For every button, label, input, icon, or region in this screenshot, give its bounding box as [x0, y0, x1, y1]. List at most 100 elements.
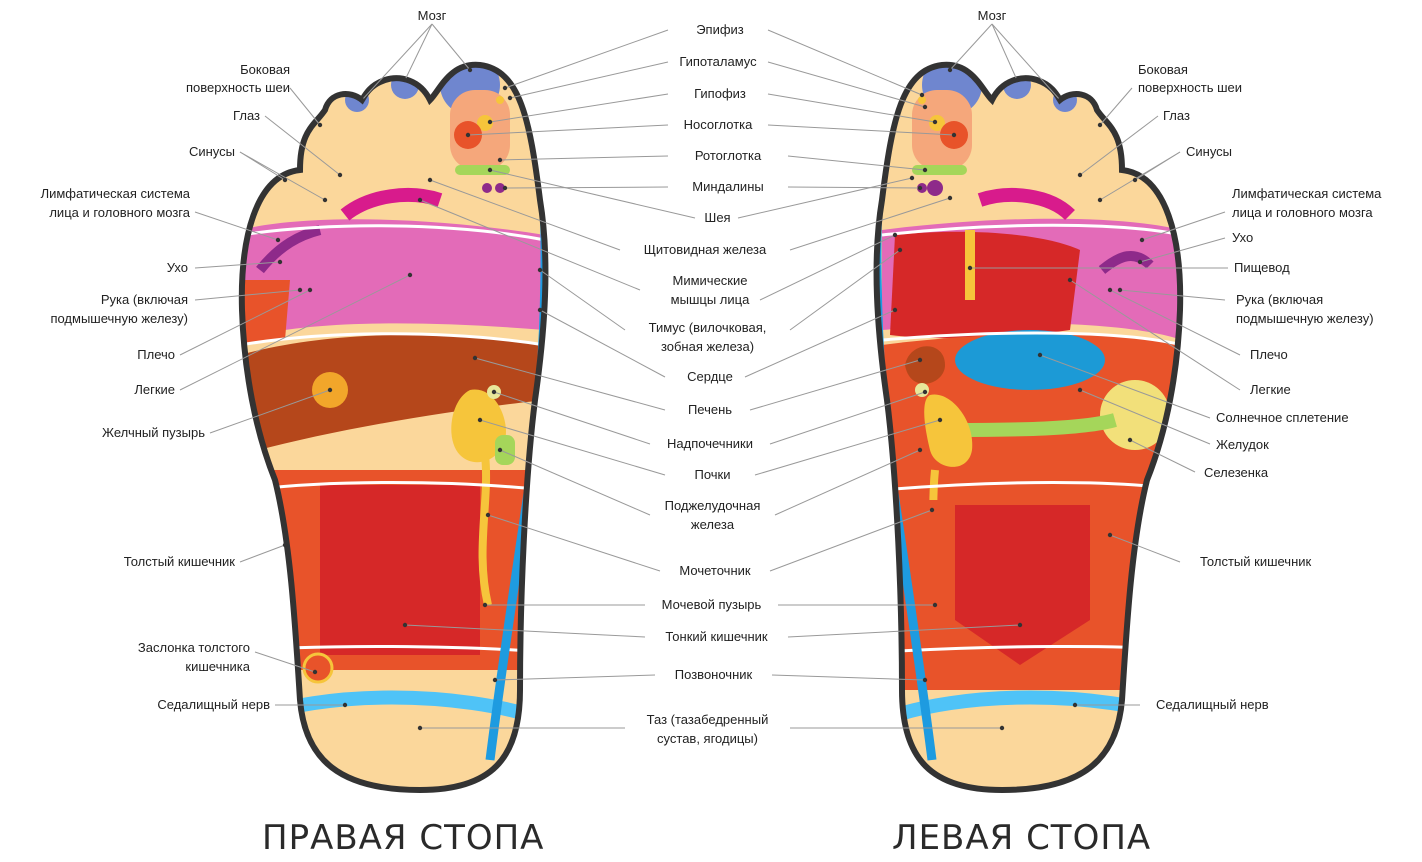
label-right-ear: Ухо [130, 260, 188, 276]
leader-dot [923, 105, 927, 109]
leader-dot [468, 68, 472, 72]
leader-dot [893, 233, 897, 237]
label-right-shoulder: Плечо [100, 347, 175, 363]
leader-dot [1078, 388, 1082, 392]
leader-dot [918, 186, 922, 190]
label-adrenals: Надпочечники [650, 436, 770, 452]
label-left-shoulder: Плечо [1250, 347, 1325, 363]
label-bladder: Мочевой пузырь [645, 597, 778, 613]
leader-dot [478, 418, 482, 422]
label-left-spleen: Селезенка [1204, 465, 1304, 481]
leader-dot [918, 448, 922, 452]
leader-dot [923, 168, 927, 172]
label-right-lungs: Легкие [100, 382, 175, 398]
label-pancreas-1: Поджелудочная [650, 498, 775, 514]
leader-dot [1108, 533, 1112, 537]
label-right-valve-1: Заслонка толстого [100, 640, 250, 656]
leader-dot [488, 120, 492, 124]
esophagus-zone [890, 232, 1080, 339]
leader-dot [308, 288, 312, 292]
leader-dot [1098, 198, 1102, 202]
leader-dot [1140, 238, 1144, 242]
label-small-intestine: Тонкий кишечник [645, 629, 788, 645]
label-left-neck-side-1: Боковая [1138, 62, 1278, 78]
leader-dot [938, 418, 942, 422]
label-neck: Шея [695, 210, 740, 226]
leader-dot [968, 266, 972, 270]
label-thyroid: Щитовидная железа [620, 242, 790, 258]
leader-dot [466, 133, 470, 137]
leader-dot [493, 678, 497, 682]
leader-dot [498, 158, 502, 162]
leader-dot [910, 176, 914, 180]
label-left-lungs: Легкие [1250, 382, 1325, 398]
label-thymus-2: зобная железа) [625, 339, 790, 355]
label-right-arm-2: подмышечную железу) [20, 311, 188, 327]
leader-dot [1108, 288, 1112, 292]
leader-dot [1073, 703, 1077, 707]
label-pelvis-1: Таз (тазабедренный [625, 712, 790, 728]
title-right-foot: ПРАВАЯ СТОПА [262, 818, 544, 858]
label-left-lymph-1: Лимфатическая система [1232, 186, 1412, 202]
leader-dot [1015, 78, 1019, 82]
label-left-solar-plexus: Солнечное сплетение [1216, 410, 1386, 426]
leader-dot [483, 603, 487, 607]
label-left-stomach: Желудок [1216, 437, 1316, 453]
label-right-valve-2: кишечника [100, 659, 250, 675]
leader-dot [403, 623, 407, 627]
label-heart: Сердце [670, 369, 750, 385]
label-facial-muscles-1: Мимические [650, 273, 770, 289]
leader-dot [952, 133, 956, 137]
leader-dot [318, 123, 322, 127]
label-pancreas-2: железа [650, 517, 775, 533]
label-right-large-intestine: Толстый кишечник [80, 554, 235, 570]
leader-dot [418, 198, 422, 202]
label-nasopharynx: Носоглотка [668, 117, 768, 133]
leader-dot [486, 513, 490, 517]
label-right-neck-side-2: поверхность шеи [150, 80, 290, 96]
leader-dot [933, 603, 937, 607]
leader-dot [933, 120, 937, 124]
leader-dot [492, 390, 496, 394]
label-right-arm-1: Рука (включая [40, 292, 188, 308]
label-epiphysis: Эпифиз [680, 22, 760, 38]
title-left-foot: ЛЕВАЯ СТОПА [892, 818, 1151, 858]
leader-dot [313, 670, 317, 674]
leader-dot [323, 198, 327, 202]
label-facial-muscles-2: мышцы лица [650, 292, 770, 308]
leader-dot [328, 388, 332, 392]
label-liver: Печень [670, 402, 750, 418]
leader-dot [923, 390, 927, 394]
leader-dot [1038, 353, 1042, 357]
leader-dot [948, 196, 952, 200]
leader-dot [503, 86, 507, 90]
label-left-arm-2: подмышечную железу) [1236, 311, 1406, 327]
label-pituitary: Гипофиз [680, 86, 760, 102]
label-pelvis-2: сустав, ягодицы) [625, 731, 790, 747]
leader-dot [1078, 173, 1082, 177]
leader-dot [1000, 726, 1004, 730]
label-left-ear: Ухо [1232, 230, 1292, 246]
leader-dot [1068, 278, 1072, 282]
label-left-arm-1: Рука (включая [1236, 292, 1384, 308]
leader-dot [283, 543, 287, 547]
leader-dot [508, 96, 512, 100]
label-right-lymph-1: Лимфатическая система [10, 186, 190, 202]
leader-dot [1118, 288, 1122, 292]
leader-dot [473, 356, 477, 360]
leader-dot [283, 178, 287, 182]
label-left-neck-side-2: поверхность шеи [1138, 80, 1278, 96]
leader-dot [538, 268, 542, 272]
leader-dot [1133, 178, 1137, 182]
leader-dot [498, 448, 502, 452]
label-right-sciatic: Седалищный нерв [110, 697, 270, 713]
label-left-sciatic: Седалищный нерв [1156, 697, 1316, 713]
label-spine: Позвоночник [655, 667, 772, 683]
leader-dot [1128, 438, 1132, 442]
leader-dot [278, 260, 282, 264]
label-right-gallbladder: Желчный пузырь [60, 425, 205, 441]
leader-dot [1098, 123, 1102, 127]
leader-dot [418, 726, 422, 730]
label-right-sinuses: Синусы [160, 144, 235, 160]
label-thymus-1: Тимус (вилочковая, [625, 320, 790, 336]
